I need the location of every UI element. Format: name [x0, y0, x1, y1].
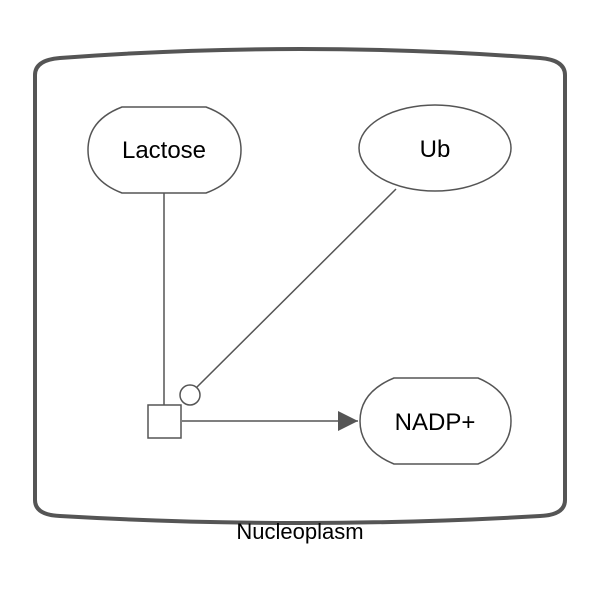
node-lactose[interactable]: Lactose [87, 106, 242, 194]
lactose-shape [87, 106, 242, 194]
node-nadp[interactable]: NADP+ [359, 377, 512, 465]
nadp-shape [359, 377, 512, 465]
lactose-label: Lactose [122, 137, 206, 164]
compartment-border [33, 47, 567, 525]
ub-shape [358, 104, 512, 192]
edge-ub-to-process [196, 188, 397, 388]
node-ub[interactable]: Ub [358, 104, 512, 192]
modulation-circle[interactable] [179, 384, 201, 406]
ub-label: Ub [420, 136, 451, 163]
process-node[interactable] [147, 404, 182, 439]
compartment-nucleoplasm[interactable]: Nucleoplasm [33, 47, 567, 544]
nadp-label: NADP+ [395, 409, 476, 436]
compartment-label: Nucleoplasm [236, 519, 363, 544]
